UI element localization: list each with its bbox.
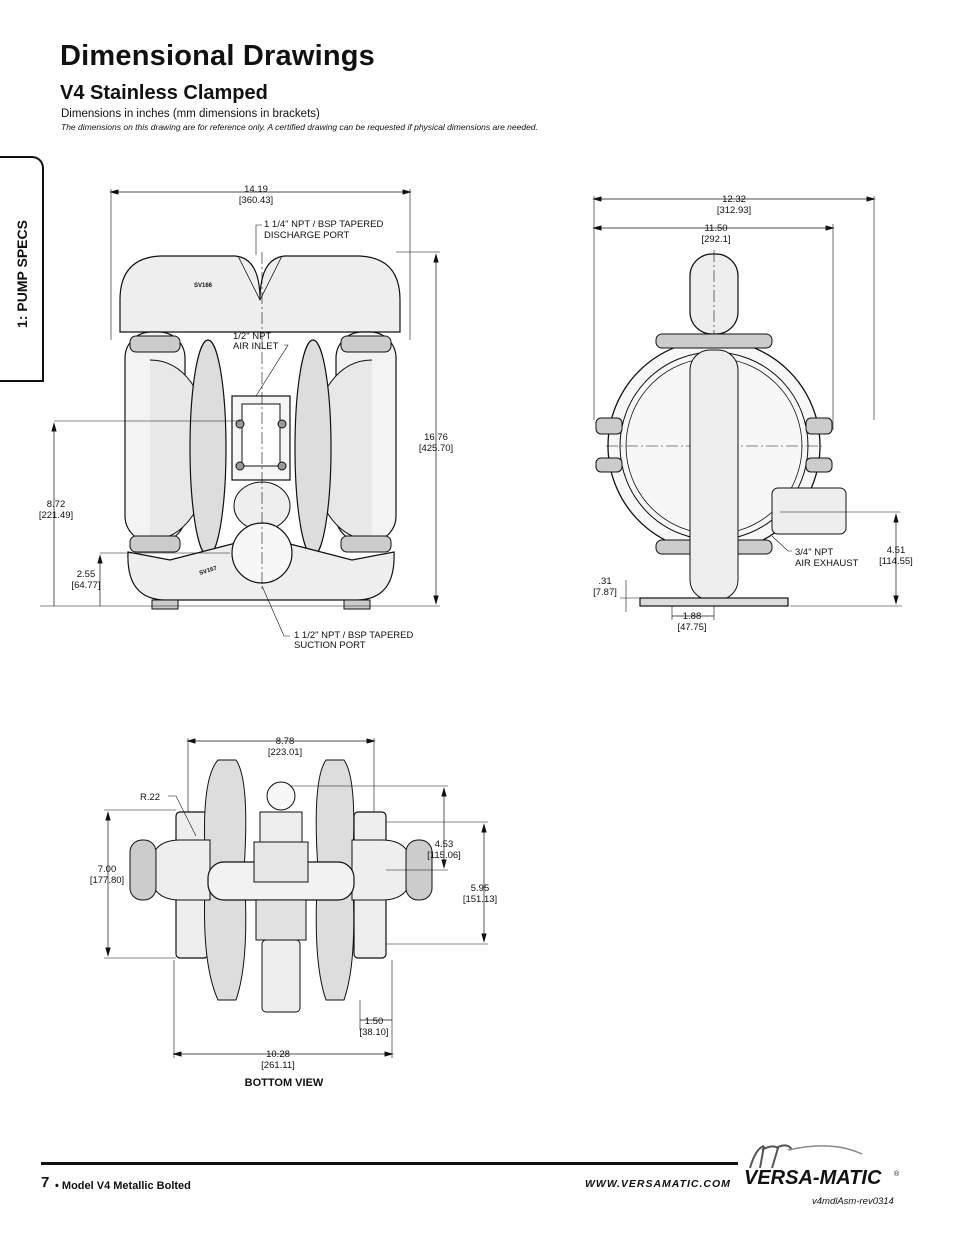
air-inlet-label-2: AIR INLET (233, 341, 279, 352)
page-title: Dimensional Drawings (60, 40, 376, 72)
front-width-mm: [360.43] (239, 195, 273, 206)
side-view-labels: 12.32 [312.93] 11.50 [292.1] 3/4" NPT AI… (593, 194, 913, 633)
foot-width-mm: [38.10] (359, 1027, 388, 1038)
bottom-width-top-inch: 8.78 (276, 736, 295, 747)
base-thickness-inch: .31 (598, 576, 611, 587)
units-note: Dimensions in inches (mm dimensions in b… (61, 108, 320, 120)
manifold-mark-top: SV166 (194, 283, 213, 289)
page-number: 7 (41, 1174, 50, 1191)
base-offset-mm: [47.75] (677, 622, 706, 633)
exhaust-height-mm: [114.55] (879, 556, 913, 567)
air-exhaust-label-2: AIR EXHAUST (795, 558, 859, 569)
suction-port-label-1: 1 1/2" NPT / BSP TAPERED (294, 630, 413, 641)
suction-port-label-2: SUCTION PORT (294, 640, 366, 651)
logo-swoosh (787, 1145, 863, 1155)
center-height-mm: [221.49] (39, 510, 73, 521)
bottom-depth-inner-mm: [115.06] (427, 850, 461, 861)
logo-script-mark (749, 1144, 793, 1169)
flange-width-mm: [292.1] (701, 234, 730, 245)
side-width-inch: 12.32 (722, 194, 746, 205)
bottom-depth-left-mm: [177.80] (90, 875, 124, 886)
foot-width-inch: 1.50 (365, 1016, 384, 1027)
air-inlet-label-1: 1/2" NPT (233, 331, 271, 342)
disclaimer-note: The dimensions on this drawing are for r… (61, 122, 538, 132)
bottom-width-top-mm: [223.01] (268, 747, 302, 758)
bottom-depth-outer-inch: 5.95 (471, 883, 490, 894)
page-subtitle: V4 Stainless Clamped (60, 82, 268, 104)
bottom-width-inch: 10.28 (266, 1049, 290, 1060)
side-width-mm: [312.93] (717, 205, 751, 216)
front-height-inch: 16.76 (424, 432, 448, 443)
discharge-port-label-1: 1 1/4" NPT / BSP TAPERED (264, 219, 383, 230)
radius-label: R.22 (140, 792, 160, 803)
versa-matic-logo: VERSA-MATIC ® (744, 1144, 900, 1189)
suction-height-mm: [64.77] (71, 580, 100, 591)
air-exhaust-label-1: 3/4" NPT (795, 547, 833, 558)
base-thickness-mm: [7.87] (593, 587, 617, 598)
logo-wordmark: VERSA-MATIC (744, 1167, 882, 1189)
exhaust-height-inch: 4.51 (887, 545, 906, 556)
flange-width-inch: 11.50 (704, 223, 727, 234)
section-tab[interactable]: 1: PUMP SPECS (0, 156, 44, 382)
front-view-labels: 14.19 [360.43] 1 1/4" NPT / BSP TAPERED … (39, 184, 453, 651)
bottom-view-pump (104, 738, 488, 1058)
side-view-pump (592, 196, 902, 620)
bottom-width-mm: [261.11] (261, 1060, 295, 1071)
discharge-port-label-2: DISCHARGE PORT (264, 230, 350, 241)
bottom-view-labels: 8.78 [223.01] R.22 7.00 [177.80] 4.53 [1… (90, 736, 497, 1089)
front-height-mm: [425.70] (419, 443, 453, 454)
bottom-view-caption: BOTTOM VIEW (245, 1077, 324, 1089)
center-height-inch: 8.72 (47, 499, 66, 510)
logo-registered-mark: ® (894, 1170, 900, 1178)
footer-model-name: • Model V4 Metallic Bolted (55, 1180, 191, 1192)
bottom-depth-outer-mm: [151.13] (463, 894, 497, 905)
footer-website-link[interactable]: WWW.VERSAMATIC.COM (585, 1178, 731, 1190)
bottom-depth-inner-inch: 4.53 (435, 839, 454, 850)
manifold-mark-bottom: SV167 (199, 565, 219, 576)
front-view-pump (40, 189, 440, 637)
bottom-depth-left-inch: 7.00 (98, 864, 117, 875)
base-offset-inch: 1.88 (683, 611, 702, 622)
footer-rule (41, 1162, 738, 1165)
suction-height-inch: 2.55 (77, 569, 96, 580)
revision-code: v4mdlAsm-rev0314 (812, 1196, 894, 1207)
dimensional-drawing: 14.19 [360.43] 1 1/4" NPT / BSP TAPERED … (39, 184, 913, 1089)
front-width-inch: 14.19 (244, 184, 268, 195)
